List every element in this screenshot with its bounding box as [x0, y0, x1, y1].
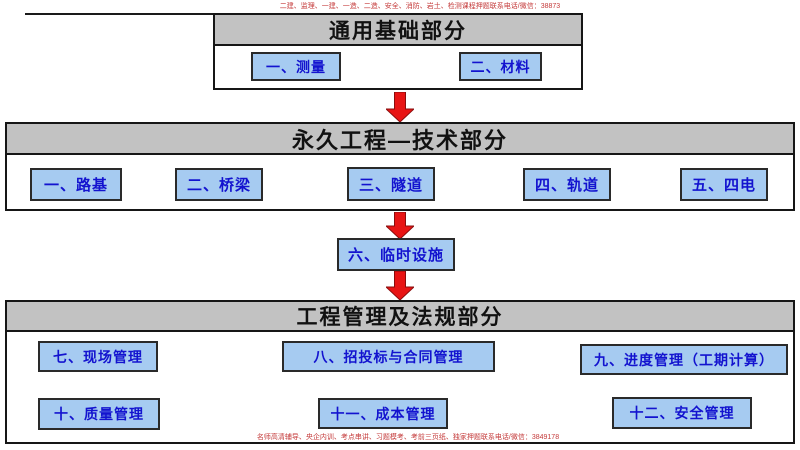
topic-box-temporary-facilities: 六、临时设施 — [337, 238, 455, 271]
watermark-bottom: 名师高清辅导、央企内训、考点串讲、习题模考、考前三页纸、独家押题联系电话/微信：… — [256, 434, 560, 441]
down-arrow-icon — [386, 92, 414, 122]
down-arrow-icon — [386, 271, 414, 300]
section-general-title: 通用基础部分 — [215, 15, 581, 46]
topic-box-surveying: 一、测量 — [251, 52, 341, 81]
topic-box-schedule-management: 九、进度管理（工期计算） — [580, 344, 788, 375]
topic-box-bridge: 二、桥梁 — [175, 168, 263, 201]
topic-box-subgrade: 一、路基 — [30, 168, 122, 201]
section-management-title: 工程管理及法规部分 — [7, 302, 793, 332]
topic-box-safety-management: 十二、安全管理 — [612, 397, 752, 429]
topic-box-bidding-contract: 八、招投标与合同管理 — [282, 341, 495, 372]
topic-box-cost-management: 十一、成本管理 — [318, 398, 448, 429]
topic-box-materials: 二、材料 — [459, 52, 542, 81]
topic-box-tunnel: 三、隧道 — [347, 167, 435, 201]
topic-box-site-management: 七、现场管理 — [38, 341, 158, 372]
section-permanent-panel: 永久工程—技术部分 — [5, 122, 795, 211]
topic-box-quality-management: 十、质量管理 — [38, 398, 160, 430]
topic-box-track: 四、轨道 — [523, 168, 611, 201]
topic-box-four-electrics: 五、四电 — [680, 168, 768, 201]
down-arrow-icon — [386, 212, 414, 239]
watermark-top: 二建、监理、一建、一造、二造、安全、消防、岩土、检测课程押题联系电话/微信：38… — [279, 3, 561, 10]
section-permanent-title: 永久工程—技术部分 — [7, 124, 793, 155]
